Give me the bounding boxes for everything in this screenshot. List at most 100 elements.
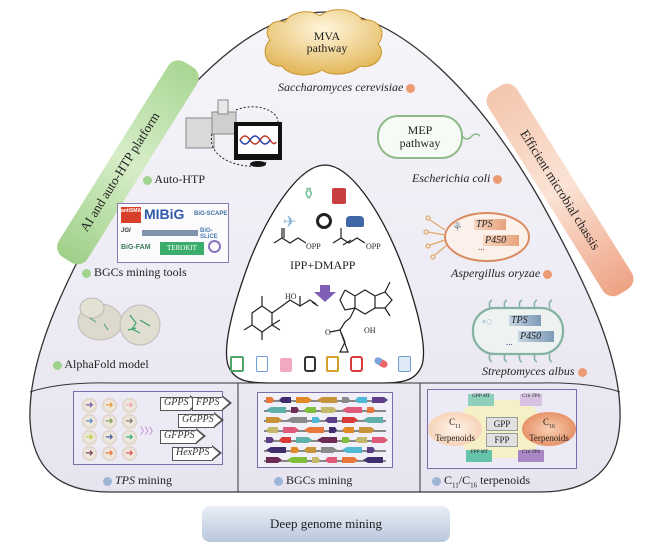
spray-bottle-icon <box>256 356 268 372</box>
gene-arrow <box>312 457 320 463</box>
fpp-box: FPP <box>486 433 518 447</box>
gene-arrow <box>266 397 274 403</box>
gene-arrow <box>317 437 337 443</box>
gene-arrow <box>304 447 316 453</box>
gene-arrow <box>355 437 367 443</box>
alphafold-protein-icon <box>77 297 161 346</box>
gene-arrow <box>367 407 375 413</box>
terokit-logo: TEROKIT <box>160 242 204 255</box>
gene-arrow <box>279 397 291 403</box>
tps-cell: ➜ <box>122 414 137 429</box>
tps-mining-label: TPS mining <box>103 473 172 488</box>
aspergillus-tps-gene: TPS <box>474 219 506 230</box>
mva-pathway-label: MVA pathway <box>306 29 348 55</box>
aspergillus-more-genes: ... <box>478 242 485 252</box>
pill-bottle-icon <box>398 356 411 372</box>
bullet-dot <box>143 175 152 185</box>
capsules-icon <box>373 355 389 370</box>
enzyme-arrow: HexPPS <box>172 445 222 461</box>
gene-arrow <box>342 407 362 413</box>
gene-arrow <box>291 447 299 453</box>
bullet-dot <box>577 367 587 377</box>
enzyme-arrow: GPPS <box>160 395 200 411</box>
gene-arrow <box>279 437 291 443</box>
tps-cell: ➜ <box>122 398 137 413</box>
fungus-icon: ⚘ <box>452 220 463 234</box>
gene-arrow <box>342 417 358 423</box>
gene-arrow <box>287 457 307 463</box>
bgcs-mining-label: BGCs mining <box>274 473 352 488</box>
airplane-icon: ✈ <box>283 214 297 231</box>
bottom-banner-label: Deep genome mining <box>270 516 382 531</box>
tps-cell: ➜ <box>82 398 97 413</box>
tps-cell: ➜ <box>102 414 117 429</box>
oh-label: OH <box>364 326 376 335</box>
bigfam-logo: BiG-FAM <box>121 244 151 251</box>
tps-cell: ➜ <box>102 398 117 413</box>
ho-label: HO <box>285 292 297 301</box>
gene-arrow <box>317 397 337 403</box>
gene-arrow <box>312 417 320 423</box>
c11-terpenoids-ellipse: C11 Terpenoids <box>428 412 482 446</box>
gene-arrow <box>342 447 362 453</box>
bullet-dot <box>274 476 283 486</box>
c16-terpenoids-ellipse: C16 Terpenoids <box>522 412 576 446</box>
gene-cluster-row <box>264 420 386 422</box>
gene-cluster-row <box>264 460 386 462</box>
gene-arrow <box>363 457 383 463</box>
cosmetics-icon <box>280 358 292 372</box>
gene-arrow <box>325 417 337 423</box>
tps-cell: ➜ <box>82 430 97 445</box>
gene-arrow <box>372 397 388 403</box>
car-icon <box>346 216 364 227</box>
bullet-dot <box>82 268 91 278</box>
gene-arrow <box>266 417 282 423</box>
magnifier-icon <box>208 240 221 253</box>
down-arrow-icon <box>314 285 336 302</box>
c11-c16-panel: C11 Terpenoids C16 Terpenoids GPP FPP GP… <box>427 389 577 469</box>
right-banner <box>486 83 634 297</box>
gene-arrow <box>342 427 354 433</box>
bgcs-mining-panel <box>257 392 393 468</box>
c16-tps-arrow-bottom: C16 TPS <box>518 450 544 462</box>
gene-arrow <box>266 427 278 433</box>
mibig-logo: MIBiG <box>144 206 185 222</box>
bullet-dot <box>103 476 112 486</box>
opp-label-2: OPP <box>366 242 381 251</box>
bullet-dot <box>406 83 416 93</box>
mep-pathway-label: MEP pathway <box>399 123 441 150</box>
gene-arrow <box>291 407 299 413</box>
product-structure-1 <box>243 296 319 340</box>
bullet-dot <box>493 174 503 184</box>
medicine-jar-icon <box>326 356 339 372</box>
gene-arrow <box>304 407 316 413</box>
ecoli-label: Escherichia coli <box>412 171 503 186</box>
tps-cell: ➜ <box>102 446 117 461</box>
tps-cell: ➜ <box>122 430 137 445</box>
streptomyces-tps-gene: TPS <box>509 315 541 326</box>
gene-cluster-row <box>264 430 386 432</box>
supplement-bottle-icon <box>350 356 363 372</box>
gene-arrow <box>342 437 350 443</box>
bigslice-logo: BiG-SLiCE <box>200 228 218 240</box>
tps-cell: ➜ <box>82 414 97 429</box>
gene-arrow <box>304 427 324 433</box>
gpp-box: GPP <box>486 417 518 431</box>
gene-arrow <box>359 427 375 433</box>
enzyme-arrow: GGPPS <box>178 412 224 428</box>
gene-arrow <box>372 437 388 443</box>
tps-cell: ➜ <box>122 446 137 461</box>
bacteria-icon: ◦◌ <box>482 316 493 328</box>
gene-arrow <box>266 447 286 453</box>
gene-arrow <box>355 397 367 403</box>
perfume-bottle-green-icon: ⚱ <box>302 186 316 203</box>
gene-arrow <box>342 457 358 463</box>
ipp-structure <box>273 228 307 244</box>
chevrons-icon: 〉〉〉 <box>140 426 159 436</box>
aspergillus-p450-gene: P450 <box>483 235 519 246</box>
gpp-mt-arrow: GPP MT <box>468 394 494 406</box>
gene-arrow <box>367 447 375 453</box>
tps-cell: ➜ <box>102 430 117 445</box>
gene-arrow <box>321 447 337 453</box>
